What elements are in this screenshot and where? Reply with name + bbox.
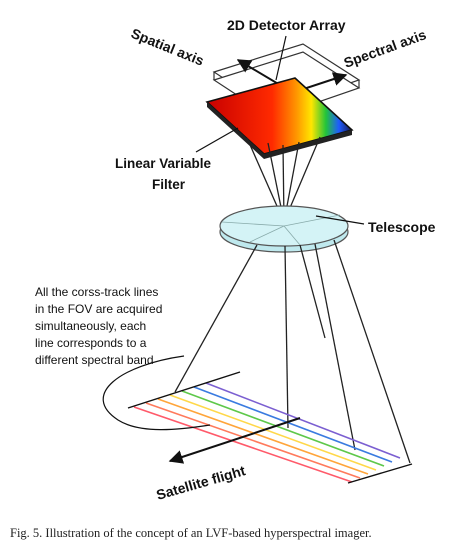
ground-spectral-lines xyxy=(133,382,401,483)
telescope-leader-line xyxy=(315,215,365,225)
detector-label: 2D Detector Array xyxy=(227,17,346,33)
telescope-lens xyxy=(219,205,349,253)
ground-frame xyxy=(127,371,413,484)
filter-leader-line xyxy=(195,127,239,153)
telescope-label: Telescope xyxy=(368,219,436,235)
telescope-to-ground-rays xyxy=(174,239,411,464)
annotation-line: line corresponds to a xyxy=(35,336,147,350)
spectral-axis-label: Spectral axis xyxy=(342,26,429,71)
annotation-line: simultaneously, each xyxy=(35,319,146,333)
detector-leader-line xyxy=(275,35,287,81)
annotation-text: All the corss-track lines in the FOV are… xyxy=(35,285,162,367)
filter-label-line1: Linear Variable xyxy=(115,156,212,171)
satellite-flight-label: Satellite flight xyxy=(154,462,247,503)
filter-label-line2: Filter xyxy=(152,177,186,192)
annotation-line: All the corss-track lines xyxy=(35,285,158,299)
figure-caption: Fig. 5. Illustration of the concept of a… xyxy=(10,526,372,540)
annotation-callout-line xyxy=(102,355,211,431)
annotation-line: in the FOV are acquired xyxy=(35,302,162,316)
annotation-line: different spectral band xyxy=(35,353,154,367)
satellite-flight-arrow xyxy=(168,417,301,464)
spatial-axis-label: Spatial axis xyxy=(129,25,207,69)
lvf-imager-diagram: 2D Detector Array Spatial axis Spectral … xyxy=(35,17,436,503)
